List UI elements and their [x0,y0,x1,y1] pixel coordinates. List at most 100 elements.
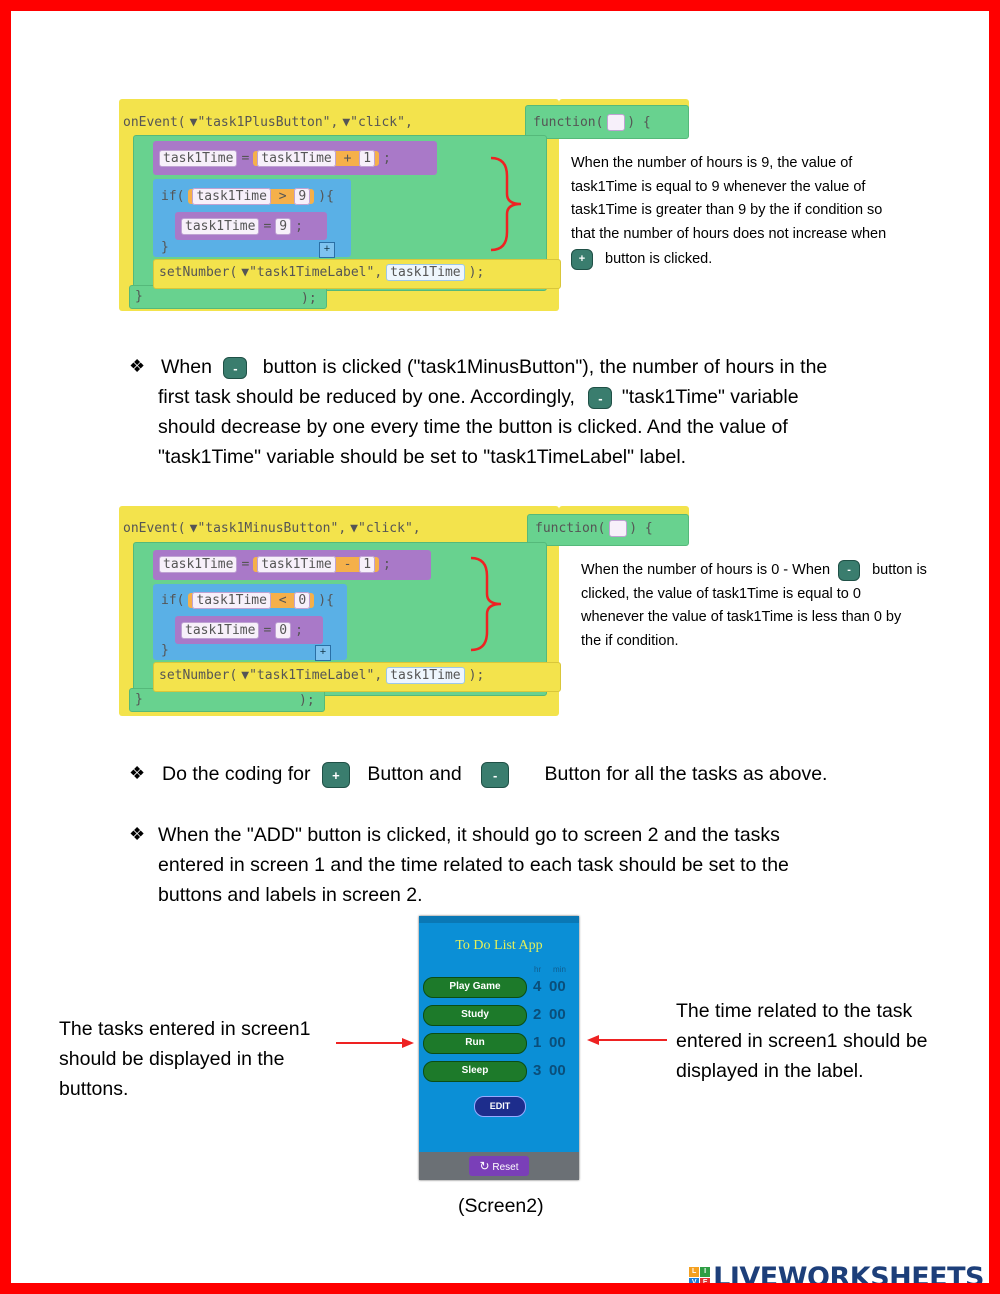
number-slot[interactable]: 9 [275,217,292,235]
arrow-left-icon [587,1035,667,1045]
code-text: ){ [318,592,334,608]
note-text: button is clicked. [605,251,713,267]
code-text: ); [301,290,317,306]
para-line: buttons and labels in screen 2. [158,884,423,906]
para-line: When the "ADD" button is clicked, it sho… [158,824,780,846]
minus-button-icon: - [481,761,510,788]
footer-bar: ↻ Reset [419,1152,579,1180]
logo-tile: I [700,1267,711,1277]
edit-button[interactable]: EDIT [474,1096,526,1117]
number-slot[interactable]: 9 [294,187,311,205]
code-text: function( [533,114,604,130]
code-block-minus: onEvent( ▼"task1MinusButton", ▼"click", … [119,506,689,726]
para-text: Button for all the tasks as above. [544,763,828,785]
code-text: } [161,642,169,658]
operator: + [343,150,352,166]
paragraph-all-tasks: Do the coding for + Button and - Button … [162,759,827,789]
event-type-dropdown[interactable]: ▼"click", [350,520,421,536]
condition-block[interactable]: task1Time > 9 [188,187,315,205]
code-text: ; [383,556,391,572]
event-type-dropdown[interactable]: ▼"click", [342,114,413,130]
number-slot[interactable]: 0 [294,591,311,609]
variable-slot[interactable]: task1Time [192,591,271,609]
operator: - [343,556,352,572]
add-else-button[interactable]: + [319,242,335,258]
param-slot[interactable] [607,113,626,131]
expression-block[interactable]: task1Time + 1 [253,149,380,167]
task-button[interactable]: Run [423,1033,527,1054]
event-target-dropdown[interactable]: ▼"task1MinusButton", [189,520,347,536]
para-line: first task should be reduced by one. Acc… [158,382,799,412]
para-text: button is clicked ("task1MinusButton"), … [262,356,828,378]
note-line: + button is clicked. [571,248,886,272]
code-line-if-close: } [161,239,173,255]
caption-line: displayed in the label. [676,1060,864,1082]
number-slot[interactable]: 0 [275,621,292,639]
variable-slot[interactable]: task1Time [257,149,336,167]
note-line: that the number of hours does not increa… [571,225,887,242]
task-row: Study 2 00 [423,1005,573,1026]
variable-slot[interactable]: task1Time [386,666,465,684]
logo-tile: V [689,1278,700,1283]
hours-header: hr [534,965,542,974]
liveworksheets-logo: L I V E LIVEWORKSHEETS [689,1262,984,1293]
caption-line: buttons. [59,1078,129,1100]
minutes-label: 00 [549,978,566,995]
task-row: Play Game 4 00 [423,977,573,998]
code-line-if: if( task1Time < 0 ){ [161,589,338,611]
code-line-close: } [135,688,147,710]
label-dropdown[interactable]: ▼"task1TimeLabel", [241,264,383,280]
task-button[interactable]: Study [423,1005,527,1026]
number-slot[interactable]: 1 [359,555,376,573]
code-text: ; [295,218,303,234]
task-row: Run 1 00 [423,1033,573,1054]
code-text: } [135,288,143,304]
minus-button-icon: - [838,559,861,581]
variable-slot[interactable]: task1Time [159,555,238,573]
code-text: = [241,556,250,572]
status-bar [419,916,579,923]
note-minus-condition: When the number of hours is 0 - When - b… [581,559,927,653]
note-plus-condition: When the number of hours is 9, the value… [571,152,886,272]
reset-button[interactable]: ↻ Reset [469,1156,529,1176]
expression-block[interactable]: task1Time - 1 [253,555,380,573]
code-line-if-close: } [161,642,173,658]
operator: < [278,592,287,608]
right-brace-icon [470,556,502,652]
number-slot[interactable]: 1 [359,149,376,167]
variable-slot[interactable]: task1Time [181,621,260,639]
bullet-icon: ❖ [129,763,146,783]
param-slot[interactable] [609,519,628,537]
label-dropdown[interactable]: ▼"task1TimeLabel", [241,667,383,683]
code-text: = [263,218,272,234]
task-button[interactable]: Play Game [423,977,527,998]
note-line: clicked, the value of task1Time is equal… [581,585,861,602]
para-line: entered in screen 1 and the time related… [158,854,789,876]
code-line-onevent: onEvent( ▼"task1PlusButton", ▼"click", [123,111,417,133]
code-line-close: } [135,285,147,307]
minutes-label: 00 [549,1034,566,1051]
minutes-label: 00 [549,1006,566,1023]
paragraph-minus-button: When - button is clicked ("task1MinusBut… [161,352,827,382]
caption-line: The tasks entered in screen1 [59,1018,311,1040]
code-text: ); [468,264,485,280]
variable-slot[interactable]: task1Time [192,187,271,205]
note-line: When the number of hours is 0 - When - b… [581,559,927,583]
condition-block[interactable]: task1Time < 0 [188,591,315,609]
hours-label: 3 [533,1062,542,1079]
variable-slot[interactable]: task1Time [181,217,260,235]
event-target-dropdown[interactable]: ▼"task1PlusButton", [189,114,339,130]
task-button[interactable]: Sleep [423,1061,527,1082]
note-line: task1Time is greater than 9 by the if co… [571,202,883,218]
minus-button-icon: - [223,356,248,379]
logo-tile: E [700,1278,711,1283]
variable-slot[interactable]: task1Time [159,149,238,167]
code-text: ); [299,692,315,708]
variable-slot[interactable]: task1Time [257,555,336,573]
right-caption: The time related to the task entered in … [676,996,928,1086]
logo-text: LIVEWORKSHEETS [713,1262,984,1293]
add-else-button[interactable]: + [315,645,331,661]
variable-slot[interactable]: task1Time [386,263,465,281]
code-text: ); [468,667,485,683]
